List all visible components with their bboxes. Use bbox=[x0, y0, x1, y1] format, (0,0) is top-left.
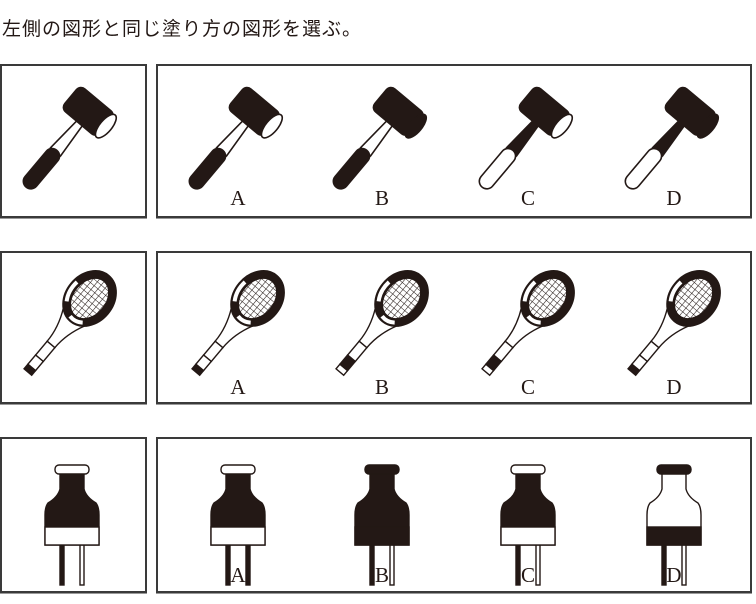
hammer-face bbox=[404, 113, 428, 139]
plug-cap bbox=[364, 464, 400, 475]
option-label[interactable]: B bbox=[374, 186, 389, 210]
option-d-plug-figure[interactable] bbox=[639, 462, 709, 591]
reference-box-plug bbox=[0, 437, 147, 593]
racket-butt bbox=[23, 363, 37, 377]
hammer-grip bbox=[22, 147, 61, 190]
racket-strings bbox=[673, 277, 714, 320]
option-label[interactable]: D bbox=[666, 375, 682, 399]
option-a-racket-figure[interactable] bbox=[189, 268, 287, 382]
option-c-plug-figure[interactable] bbox=[493, 462, 563, 591]
option-c-racket-figure[interactable] bbox=[479, 268, 577, 382]
racket-frame-bottom bbox=[672, 314, 687, 325]
racket-strings bbox=[237, 277, 278, 320]
plug-band bbox=[646, 526, 702, 546]
options-box-plug bbox=[156, 437, 752, 593]
reference-plug-figure bbox=[37, 462, 107, 591]
plug-band bbox=[354, 526, 410, 546]
hammer-face bbox=[260, 113, 284, 139]
plug-pin-right bbox=[79, 542, 85, 586]
racket-butt bbox=[481, 363, 495, 377]
instruction-text: 左側の図形と同じ塗り方の図形を選ぶ。 bbox=[2, 18, 363, 40]
racket-frame-bottom bbox=[68, 314, 83, 325]
option-label[interactable]: A bbox=[230, 563, 246, 587]
hammer-grip bbox=[624, 147, 663, 190]
racket-frame-bottom bbox=[526, 314, 541, 325]
options-box-racket bbox=[156, 251, 752, 404]
option-b-hammer-figure[interactable] bbox=[331, 80, 433, 198]
plug-cap bbox=[54, 464, 90, 475]
hammer-face bbox=[94, 113, 118, 139]
plug-band bbox=[44, 526, 100, 546]
hammer-face bbox=[550, 113, 574, 139]
option-c-hammer-figure[interactable] bbox=[477, 80, 579, 198]
option-label[interactable]: C bbox=[520, 375, 535, 399]
racket-strings bbox=[381, 277, 422, 320]
racket-frame-bottom bbox=[380, 314, 395, 325]
plug-cap bbox=[656, 464, 692, 475]
racket-frame-left bbox=[232, 280, 247, 302]
racket-strings bbox=[69, 277, 110, 320]
hammer-grip bbox=[188, 147, 227, 190]
racket-butt bbox=[191, 363, 205, 377]
option-label[interactable]: B bbox=[374, 563, 389, 587]
option-d-hammer-figure[interactable] bbox=[623, 80, 725, 198]
plug-pin-left bbox=[59, 542, 65, 586]
racket-frame-bottom bbox=[236, 314, 251, 325]
racket-strings bbox=[527, 277, 568, 320]
options-box-hammer bbox=[156, 64, 752, 218]
reference-box-hammer bbox=[0, 64, 147, 218]
racket-frame-left bbox=[64, 280, 79, 302]
option-label[interactable]: D bbox=[666, 186, 682, 210]
option-label[interactable]: A bbox=[230, 375, 246, 399]
option-label[interactable]: C bbox=[520, 186, 535, 210]
plug-band bbox=[500, 526, 556, 546]
racket-butt bbox=[335, 363, 349, 377]
option-label[interactable]: C bbox=[520, 563, 535, 587]
racket-frame-left bbox=[668, 280, 683, 302]
racket-butt bbox=[627, 363, 641, 377]
plug-cap bbox=[510, 464, 546, 475]
plug-band bbox=[210, 526, 266, 546]
hammer-grip bbox=[478, 147, 517, 190]
option-b-racket-figure[interactable] bbox=[333, 268, 431, 382]
option-a-hammer-figure[interactable] bbox=[187, 80, 289, 198]
option-label[interactable]: B bbox=[374, 375, 389, 399]
option-label[interactable]: D bbox=[666, 563, 682, 587]
reference-box-racket bbox=[0, 251, 147, 404]
option-b-plug-figure[interactable] bbox=[347, 462, 417, 591]
option-label[interactable]: A bbox=[230, 186, 246, 210]
reference-hammer-figure bbox=[21, 80, 123, 198]
plug-cap bbox=[220, 464, 256, 475]
hammer-grip bbox=[332, 147, 371, 190]
option-a-plug-figure[interactable] bbox=[203, 462, 273, 591]
hammer-face bbox=[696, 113, 720, 139]
option-d-racket-figure[interactable] bbox=[625, 268, 723, 382]
racket-frame-left bbox=[376, 280, 391, 302]
racket-frame-left bbox=[522, 280, 537, 302]
reference-racket-figure bbox=[21, 268, 119, 382]
